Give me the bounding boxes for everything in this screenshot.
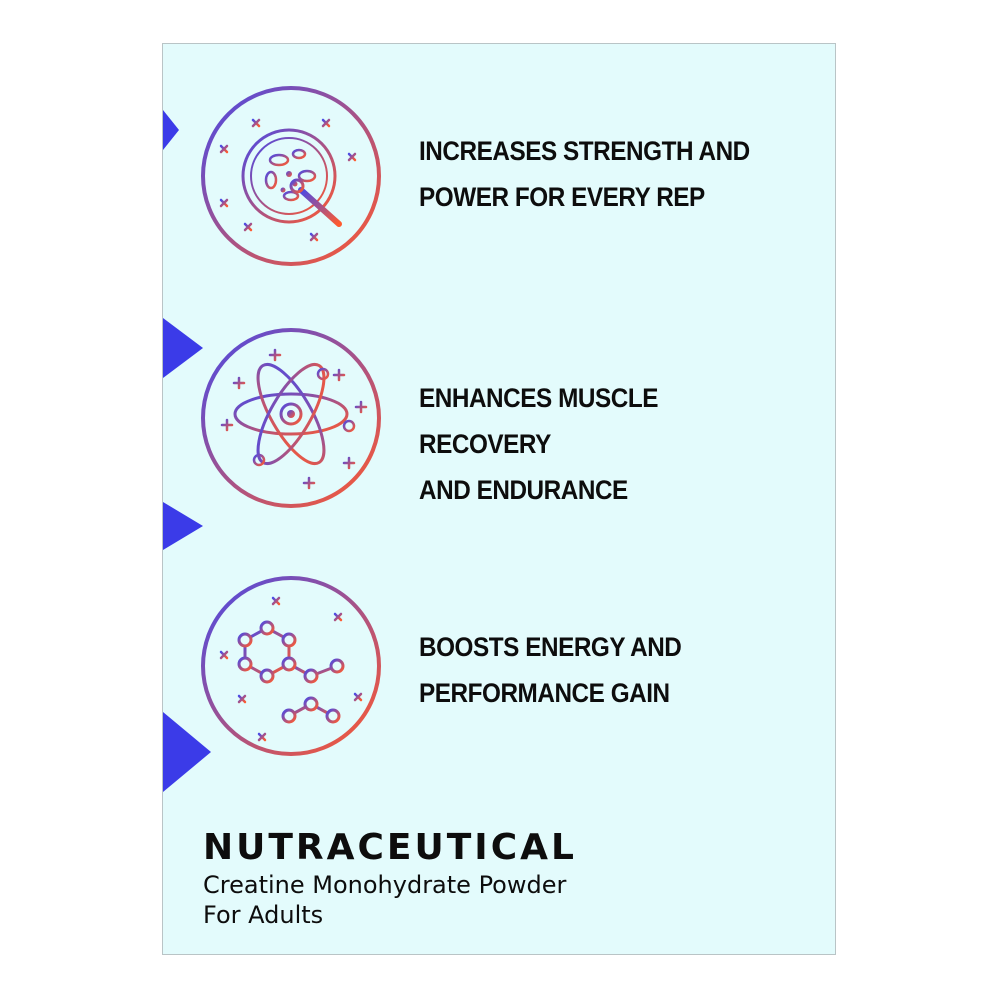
feature-line: POWER FOR EVERY REP bbox=[419, 182, 705, 212]
decorative-triangle bbox=[163, 502, 203, 550]
decorative-triangle bbox=[163, 712, 211, 792]
feature-text-energy: BOOSTS ENERGY AND PERFORMANCE GAIN bbox=[419, 624, 779, 716]
decorative-triangle bbox=[163, 110, 179, 150]
petri-dish-icon bbox=[199, 84, 383, 268]
feature-line: ENHANCES MUSCLE RECOVERY bbox=[419, 383, 658, 459]
subtitle-line: For Adults bbox=[203, 901, 324, 929]
feature-text-recovery: ENHANCES MUSCLE RECOVERY AND ENDURANCE bbox=[419, 375, 779, 513]
decorative-triangle bbox=[163, 318, 203, 378]
feature-line: PERFORMANCE GAIN bbox=[419, 678, 670, 708]
product-subtitle: Creatine Monohydrate Powder For Adults bbox=[203, 870, 803, 930]
feature-text-strength: INCREASES STRENGTH AND POWER FOR EVERY R… bbox=[419, 128, 779, 220]
brand-name: NUTRACEUTICAL bbox=[203, 827, 577, 868]
feature-line: AND ENDURANCE bbox=[419, 475, 628, 505]
atom-icon bbox=[199, 326, 383, 510]
molecule-icon bbox=[199, 574, 383, 758]
feature-line: INCREASES STRENGTH AND bbox=[419, 136, 750, 166]
feature-line: BOOSTS ENERGY AND bbox=[419, 632, 682, 662]
subtitle-line: Creatine Monohydrate Powder bbox=[203, 871, 567, 899]
product-card: INCREASES STRENGTH AND POWER FOR EVERY R… bbox=[162, 43, 836, 955]
